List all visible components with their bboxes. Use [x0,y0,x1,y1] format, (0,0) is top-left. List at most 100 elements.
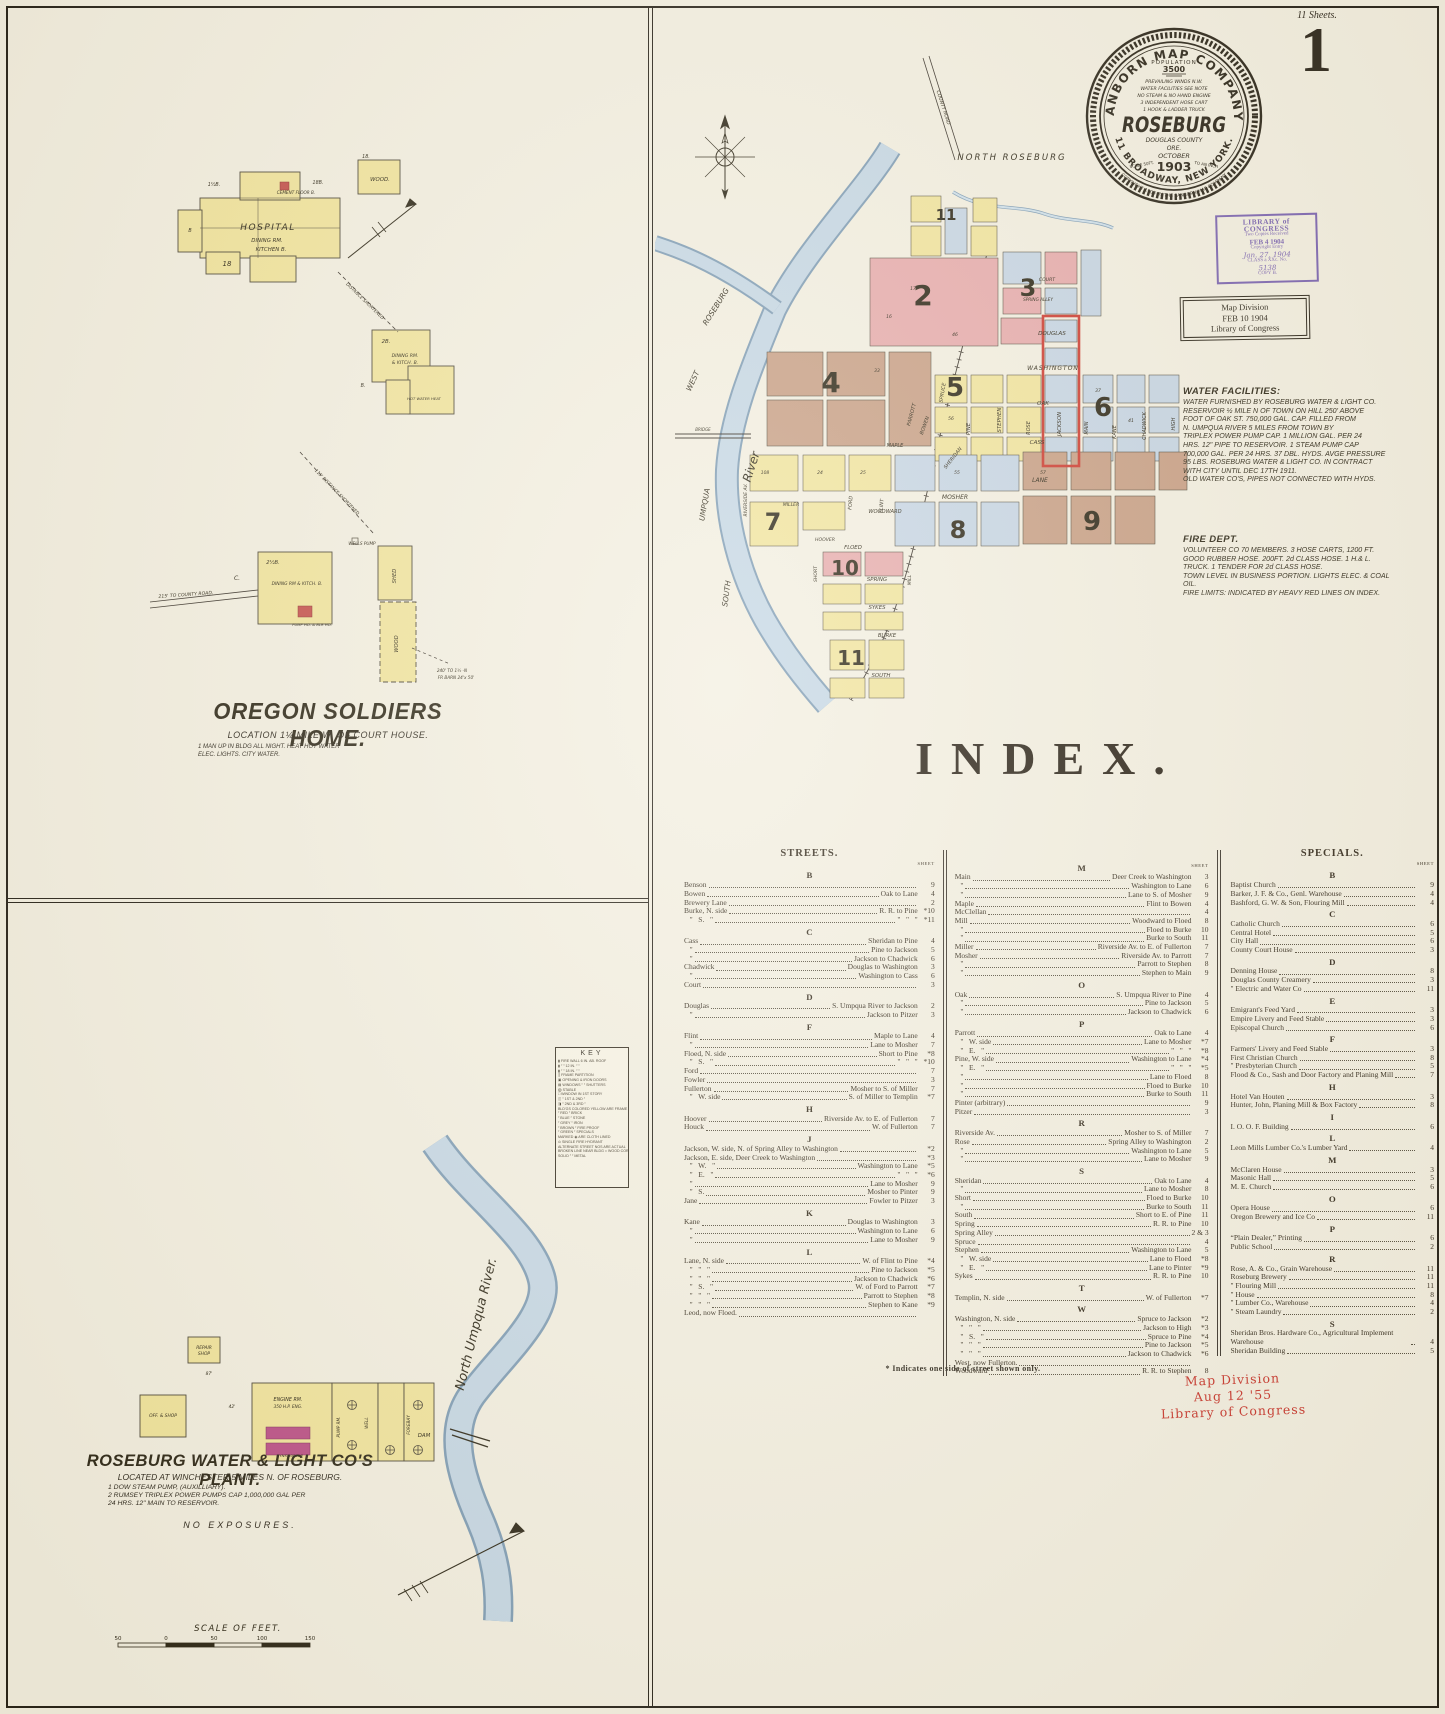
index-row: " " "Jackson to Chadwick*6 [954,1348,1209,1358]
city-block [1070,451,1112,491]
map-key-legend: KEY ▮ FIRE WALL 6 IN. AB. ROOF▮ ″ ″ 12 I… [555,1047,629,1188]
index-row: " " "Stephen to Kane*9 [684,1299,935,1309]
street-label: SOUTH [720,580,733,608]
sheet-number: 1 [1300,14,1332,85]
note-line: OLD WATER CO'S, PIPES NOT CONNECTED WITH… [1183,475,1376,484]
key-line: ◨ ″ 2ND & 3RD ″ [558,1101,586,1106]
index-row: " S. "Spruce to Pine*4 [954,1331,1209,1341]
street-label: OAK [1037,401,1050,407]
water-facilities-note: WATER FACILITIES: WATER FURNISHED BY ROS… [1183,386,1407,484]
building-label: B. [361,383,366,389]
street-label: 108 [761,470,770,476]
building-label: & KITCH. B. [392,360,418,366]
building-label: OFF. & SHOP [149,1413,177,1419]
hospital-buildings [177,159,455,625]
street-label: SYKES [868,605,886,611]
street-label: WOODWARD [868,509,901,515]
building-label: 240' TO 1½ -N [437,668,468,673]
street-label: 24 [817,470,823,476]
svg-text:SCALE 50FT.: SCALE 50FT. [1129,160,1154,169]
index-letter-header: O [1078,979,1086,990]
bridge [675,433,751,439]
dynamo-2 [265,1442,311,1456]
index-letter-header: M [1077,862,1086,873]
city-block [1006,374,1042,404]
district-number: 10 [831,556,859,580]
index-letter-header: W [1077,1304,1087,1315]
city-block [822,583,862,605]
soldiers-home-caption-small: 1 MAN UP IN BLDG ALL NIGHT. HEAT HOT WAT… [198,744,458,759]
index-row: " E. "Lane to Pinter*9 [954,1262,1209,1272]
building-label: 42' [229,1404,236,1410]
barn-distance-line [411,647,451,665]
key-line: □ WINDOW IN 1ST STORY [558,1092,603,1097]
building-label: 115' DISTANCE SHORTENED [313,468,361,517]
index-footnote: * Indicates one side of street shown onl… [885,1364,1041,1373]
street-label: 55 [954,470,960,476]
index-row: Jackson, E. side, Deer Creek to Washingt… [684,1152,935,1162]
shortened-distance-line-1 [337,271,399,333]
index-letter-header: H [1328,1081,1336,1092]
city-block [934,374,968,404]
hospital-internal-walls [200,197,340,258]
street-label: SPRING [867,577,887,583]
city-block [1002,287,1042,315]
city-block [970,406,1004,434]
street-label: SHORT [813,565,819,582]
city-block [1148,406,1180,434]
svg-text:3 INDEPENDENT HOSE CART: 3 INDEPENDENT HOSE CART [1141,100,1209,106]
water-plant-title: ROSEBURG WATER & LIGHT CO'S PLANT. [86,1452,374,1489]
building-label: ENGINE RM. [274,1397,303,1403]
building-label: 18. [362,154,370,160]
street-label: MAIN [1084,421,1090,434]
water-plant-caption-line: 2 RUMSEY TRIPLEX POWER PUMPS CAP 1,000,0… [108,1492,306,1500]
city-block [1158,451,1188,491]
index-letter-header: C [1329,909,1336,920]
scale-tick: 50 [211,1636,218,1642]
city-block [848,454,892,492]
district-number: 8 [950,516,967,544]
note-line: FOOT OF OAK ST. 750,000 GAL. CAP. FILLED… [1183,415,1356,424]
street-label: SPRUCE [938,382,948,404]
street-label: NORTH ROSEBURG [957,153,1066,163]
wood-shed-dashed [379,601,417,683]
plant-north-arrow-icon [397,1522,526,1602]
scale-segment [261,1642,311,1648]
note-line: TOWN LEVEL IN BUSINESS PORTION. LIGHTS E… [1183,571,1390,580]
street-label: 33 [874,368,880,374]
streets-header: STREETS. [780,848,839,859]
street-label: ROSEBURG [701,286,731,327]
scale-label: SCALE OF FEET. [194,1624,282,1634]
index-row: " E. "" " "*6 [684,1169,935,1179]
note-line: TRUCK. 1 TENDER FOR 2d CLASS HOSE. [1183,563,1323,572]
city-block [822,611,862,631]
key-line: ▣ OPENING & IRON DOORS [558,1078,607,1082]
note-line: RESERVOIR ½ MILE N OF TOWN ON HILL 250' … [1183,406,1365,415]
water-plant-caption-small: 1 DOW STEAM PUMP, (AUXILLIARY). 2 RUMSEY… [108,1484,408,1509]
street-label: CHADWICK [1142,411,1148,439]
